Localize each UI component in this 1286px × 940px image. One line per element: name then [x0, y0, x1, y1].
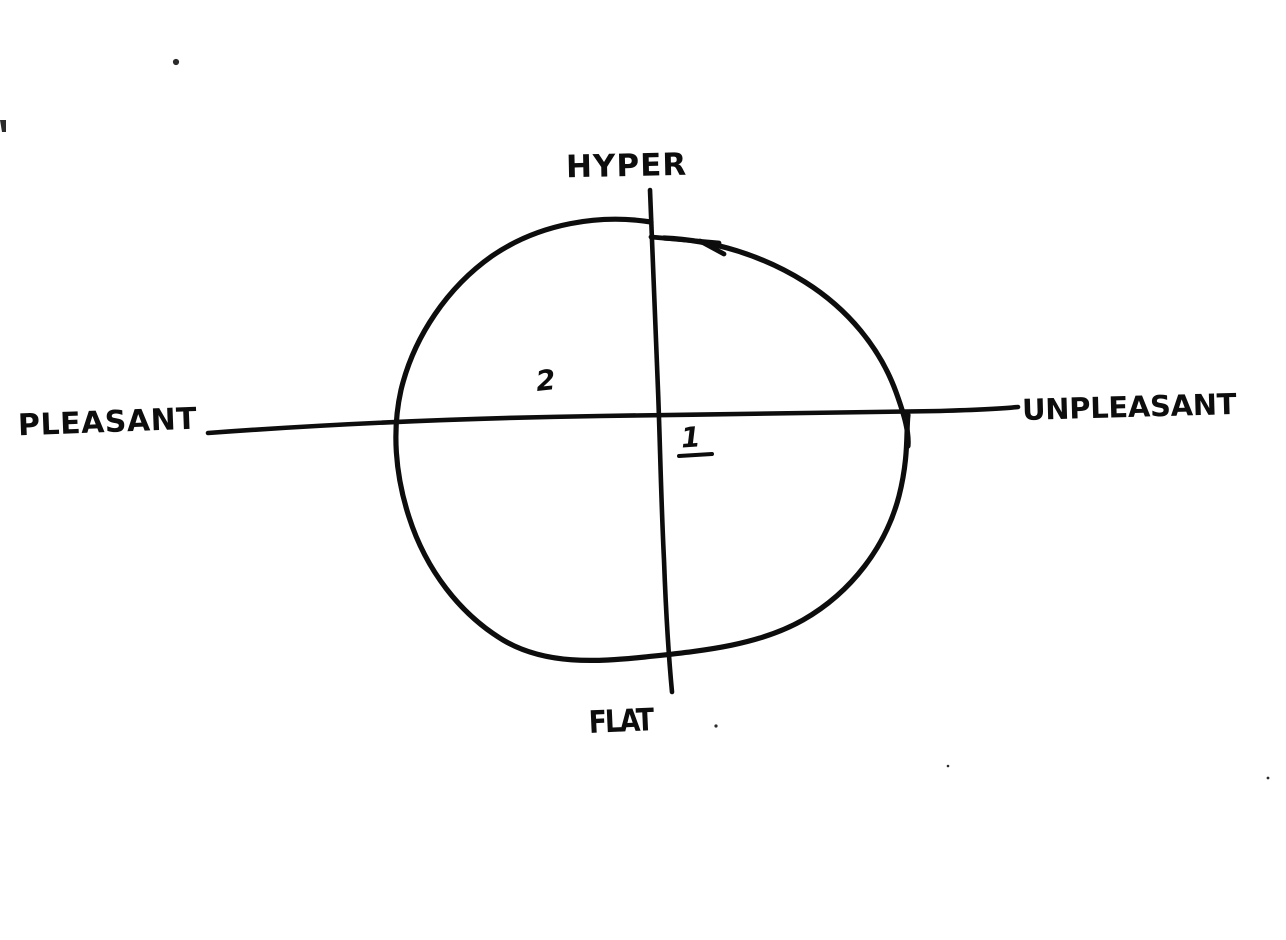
- horizontal-axis: [205, 404, 1021, 436]
- axis-label-flat: FLAT: [588, 702, 653, 741]
- whiteboard-speck-left-edge: [0, 120, 6, 132]
- whiteboard-speck-right: [1266, 776, 1270, 780]
- vertical-axis: [647, 187, 675, 695]
- axis-label-unpleasant: UNPLEASANT: [1021, 387, 1237, 427]
- annotation-number-2: 2: [534, 363, 558, 398]
- annotation-number-1: 1: [679, 420, 702, 455]
- whiteboard-speck-top-left: [172, 58, 180, 66]
- one-underline: [677, 452, 714, 458]
- axis-label-pleasant: PLEASANT: [17, 401, 198, 444]
- whiteboard-speck-lower-right: [946, 764, 950, 768]
- whiteboard-speck-near-flat: [714, 724, 718, 728]
- circle-stroke-tail-flick: [697, 238, 727, 257]
- circle-start-tick: [648, 234, 722, 246]
- axis-label-hyper: HYPER: [565, 146, 688, 186]
- circle-boundary-stroke-main: [393, 216, 911, 664]
